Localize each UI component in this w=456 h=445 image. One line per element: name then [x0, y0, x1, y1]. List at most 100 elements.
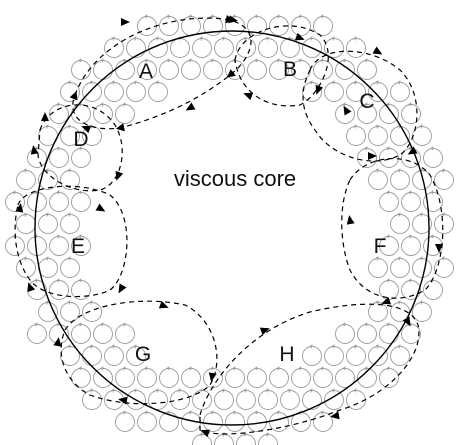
- region-label-c: C: [359, 90, 374, 113]
- small-vortex: [314, 17, 333, 36]
- small-vortex: [72, 193, 91, 212]
- small-vortex: [226, 413, 245, 432]
- flow-arrowhead: [115, 284, 126, 296]
- small-vortex: [358, 325, 377, 344]
- small-vortex-field: [6, 15, 454, 445]
- small-vortex: [61, 259, 80, 278]
- small-vortex: [314, 413, 333, 432]
- flow-arrowhead: [242, 90, 253, 101]
- small-vortex: [347, 39, 366, 58]
- small-vortex: [380, 193, 399, 212]
- small-vortex: [50, 193, 69, 212]
- small-vortex: [50, 149, 69, 168]
- small-vortex: [413, 259, 432, 278]
- region-label-f: F: [374, 235, 387, 258]
- small-vortex: [116, 105, 135, 124]
- small-vortex: [72, 281, 91, 300]
- small-vortex: [215, 435, 234, 445]
- small-vortex: [182, 369, 201, 388]
- small-vortex: [380, 369, 399, 388]
- small-vortex: [6, 237, 25, 256]
- small-vortex: [259, 435, 278, 445]
- small-vortex: [369, 259, 388, 278]
- small-vortex: [237, 435, 256, 445]
- small-vortex: [50, 281, 69, 300]
- small-vortex: [325, 39, 344, 58]
- small-vortex: [94, 105, 113, 124]
- small-vortex: [259, 391, 278, 410]
- small-vortex: [347, 347, 366, 366]
- small-vortex: [237, 391, 256, 410]
- small-vortex: [270, 413, 289, 432]
- small-vortex: [281, 391, 300, 410]
- small-vortex: [28, 325, 47, 344]
- small-vortex: [248, 61, 267, 80]
- small-vortex: [325, 347, 344, 366]
- flow-arrowhead: [345, 214, 354, 224]
- small-vortex: [72, 105, 91, 124]
- small-vortex: [138, 413, 157, 432]
- small-vortex: [94, 325, 113, 344]
- small-vortex: [402, 105, 421, 124]
- small-vortex: [83, 83, 102, 102]
- small-vortex: [116, 413, 135, 432]
- small-vortex: [50, 237, 69, 256]
- small-vortex: [336, 61, 355, 80]
- flow-arrowhead: [29, 144, 38, 154]
- small-vortex: [39, 215, 58, 234]
- small-vortex: [402, 237, 421, 256]
- small-vortex: [149, 391, 168, 410]
- region-label-d: D: [73, 128, 88, 151]
- small-vortex: [17, 215, 36, 234]
- small-vortex: [391, 259, 410, 278]
- small-vortex: [182, 61, 201, 80]
- small-vortex: [105, 39, 124, 58]
- small-vortex: [138, 17, 157, 36]
- flow-arrowhead: [373, 47, 385, 58]
- small-vortex: [61, 303, 80, 322]
- small-vortex: [127, 83, 146, 102]
- small-vortex: [325, 83, 344, 102]
- small-vortex: [435, 215, 454, 234]
- region-label-h: H: [279, 343, 294, 366]
- small-vortex: [336, 325, 355, 344]
- cluster-boundary-f: [342, 159, 443, 299]
- small-vortex: [369, 171, 388, 190]
- small-vortex: [391, 171, 410, 190]
- region-label-g: G: [135, 343, 151, 366]
- small-vortex: [160, 61, 179, 80]
- small-vortex: [193, 391, 212, 410]
- small-vortex: [72, 325, 91, 344]
- small-vortex: [160, 17, 179, 36]
- small-vortex: [369, 303, 388, 322]
- small-vortex: [435, 171, 454, 190]
- small-vortex: [424, 149, 443, 168]
- small-vortex: [358, 149, 377, 168]
- small-vortex: [193, 39, 212, 58]
- small-vortex: [314, 61, 333, 80]
- small-vortex: [204, 61, 223, 80]
- small-vortex: [391, 83, 410, 102]
- small-vortex: [160, 369, 179, 388]
- small-vortex: [39, 303, 58, 322]
- small-vortex: [61, 215, 80, 234]
- small-vortex: [72, 369, 91, 388]
- flow-arrowhead: [184, 103, 196, 114]
- small-vortex: [17, 171, 36, 190]
- small-vortex: [83, 391, 102, 410]
- flow-arrowhead: [15, 202, 24, 212]
- flow-arrowhead: [199, 427, 210, 438]
- small-vortex: [105, 347, 124, 366]
- small-vortex: [105, 83, 124, 102]
- small-vortex: [116, 325, 135, 344]
- small-vortex: [380, 325, 399, 344]
- flow-arrowhead: [96, 204, 108, 215]
- small-vortex: [303, 347, 322, 366]
- small-vortex: [204, 413, 223, 432]
- region-label-b: B: [283, 58, 297, 81]
- flow-arrowhead: [25, 281, 36, 292]
- small-vortex: [248, 369, 267, 388]
- small-vortex: [39, 259, 58, 278]
